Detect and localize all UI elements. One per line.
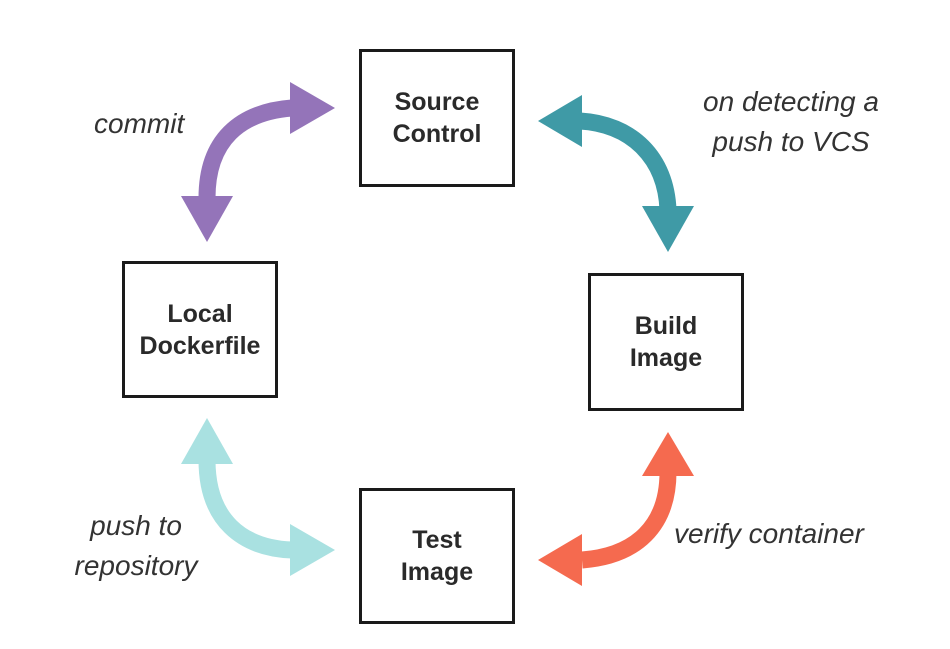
local-dockerfile-box: Local Dockerfile bbox=[122, 261, 278, 398]
source-control-label: Source Control bbox=[392, 88, 482, 148]
commit-arrow bbox=[181, 82, 335, 242]
commit-arrow-head-right bbox=[290, 82, 335, 134]
push-repository-label: push to repository bbox=[74, 510, 198, 581]
build-image-label: Build Image bbox=[629, 312, 703, 372]
push-vcs-arrow-head-left bbox=[538, 95, 582, 147]
push-repo-arrow-shaft bbox=[198, 459, 293, 559]
verify-arrow bbox=[538, 432, 694, 586]
push-vcs-arrow bbox=[538, 95, 694, 252]
push-repo-arrow bbox=[181, 418, 335, 576]
test-image-box: Test Image bbox=[359, 488, 515, 624]
verify-arrow-shaft bbox=[581, 471, 677, 569]
commit-arrow-shaft bbox=[198, 99, 293, 199]
verify-arrow-head-up bbox=[642, 432, 694, 476]
source-control-box: Source Control bbox=[359, 49, 515, 187]
push-repo-arrow-head-up bbox=[181, 418, 233, 464]
push-vcs-arrow-head-down bbox=[642, 206, 694, 252]
verify-container-label: verify container bbox=[674, 518, 864, 549]
push-vcs-arrow-shaft bbox=[579, 112, 677, 211]
local-dockerfile-label: Local Dockerfile bbox=[139, 299, 261, 360]
build-image-box: Build Image bbox=[588, 273, 744, 411]
commit-label: commit bbox=[94, 108, 185, 139]
push-vcs-label: on detecting a push to VCS bbox=[703, 86, 879, 157]
push-repo-arrow-head-right bbox=[290, 524, 335, 576]
commit-arrow-head-down bbox=[181, 196, 233, 242]
test-image-label: Test Image bbox=[400, 526, 474, 586]
verify-arrow-head-left bbox=[538, 534, 582, 586]
